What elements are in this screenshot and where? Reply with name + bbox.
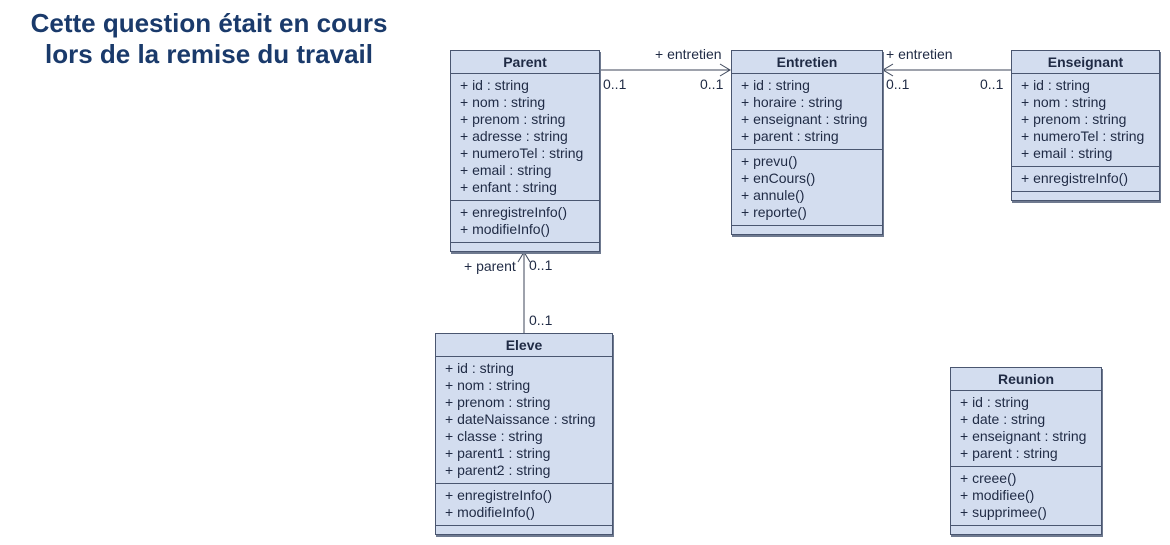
operation: + supprimee(): [960, 504, 1047, 520]
attribute: + adresse : string: [460, 128, 568, 144]
class-eleve[interactable]: Eleve + id : string + nom : string + pre…: [435, 333, 613, 535]
attribute-list: + id : string + nom : string + prenom : …: [1012, 74, 1159, 167]
class-name: Enseignant: [1012, 51, 1159, 74]
operation: + annule(): [741, 187, 805, 203]
class-footer: [732, 226, 882, 234]
attribute: + numeroTel : string: [1021, 128, 1145, 144]
attribute: + numeroTel : string: [460, 145, 584, 161]
class-name: Entretien: [732, 51, 882, 74]
operation: + modifiee(): [960, 487, 1035, 503]
attribute: + date : string: [960, 411, 1046, 427]
class-footer: [1012, 192, 1159, 200]
operation: + modifieInfo(): [445, 504, 535, 520]
attribute: + nom : string: [460, 94, 546, 110]
attribute: + nom : string: [445, 377, 531, 393]
operation-list: + enregistreInfo() + modifieInfo(): [451, 201, 599, 243]
attribute: + nom : string: [1021, 94, 1107, 110]
role-label-parent-entretien: + entretien: [655, 46, 722, 62]
class-footer: [951, 526, 1101, 534]
attribute: + prenom : string: [460, 111, 566, 127]
attribute: + id : string: [1021, 77, 1090, 93]
attribute: + email : string: [1021, 145, 1113, 161]
attribute: + email : string: [460, 162, 552, 178]
arrowhead-entretien-right: [882, 63, 894, 77]
operation-list: + enregistreInfo() + modifieInfo(): [436, 484, 612, 526]
attribute: + id : string: [460, 77, 529, 93]
attribute: + parent2 : string: [445, 462, 551, 478]
attribute: + enseignant : string: [960, 428, 1087, 444]
mult-entretien-left: 0..1: [700, 76, 724, 92]
operation: + enregistreInfo(): [1021, 170, 1128, 186]
operation: + creee(): [960, 470, 1017, 486]
class-name: Eleve: [436, 334, 612, 357]
heading-line-1: Cette question était en cours: [30, 8, 388, 38]
role-label-parent: + parent: [464, 258, 516, 274]
attribute: + horaire : string: [741, 94, 843, 110]
operation-list: + enregistreInfo(): [1012, 167, 1159, 192]
attribute: + id : string: [445, 360, 514, 376]
operation-list: + prevu() + enCours() + annule() + repor…: [732, 150, 882, 226]
attribute: + id : string: [960, 394, 1029, 410]
class-entretien[interactable]: Entretien + id : string + horaire : stri…: [731, 50, 883, 235]
attribute: + classe : string: [445, 428, 543, 444]
mult-parent-bottom: 0..1: [529, 257, 553, 273]
operation: + enregistreInfo(): [460, 204, 567, 220]
class-name: Parent: [451, 51, 599, 74]
class-parent[interactable]: Parent + id : string + nom : string + pr…: [450, 50, 600, 252]
attribute-list: + id : string + nom : string + prenom : …: [451, 74, 599, 201]
mult-parent-side: 0..1: [603, 76, 627, 92]
operation: + reporte(): [741, 204, 807, 220]
attribute-list: + id : string + horaire : string + ensei…: [732, 74, 882, 150]
class-enseignant[interactable]: Enseignant + id : string + nom : string …: [1011, 50, 1160, 201]
mult-entretien-right: 0..1: [886, 76, 910, 92]
attribute: + parent : string: [960, 445, 1058, 461]
operation: + modifieInfo(): [460, 221, 550, 237]
attribute: + prenom : string: [445, 394, 551, 410]
arrowhead-parent-bottom: [517, 251, 531, 263]
attribute: + enfant : string: [460, 179, 557, 195]
attribute: + dateNaissance : string: [445, 411, 596, 427]
class-reunion[interactable]: Reunion + id : string + date : string + …: [950, 367, 1102, 535]
attribute-list: + id : string + nom : string + prenom : …: [436, 357, 612, 484]
operation: + enregistreInfo(): [445, 487, 552, 503]
attribute: + parent1 : string: [445, 445, 551, 461]
attribute: + id : string: [741, 77, 810, 93]
attribute: + parent : string: [741, 128, 839, 144]
class-footer: [436, 526, 612, 534]
class-footer: [451, 243, 599, 251]
role-label-enseignant-entretien: + entretien: [886, 46, 953, 62]
attribute-list: + id : string + date : string + enseigna…: [951, 391, 1101, 467]
attribute: + prenom : string: [1021, 111, 1127, 127]
operation-list: + creee() + modifiee() + supprimee(): [951, 467, 1101, 526]
diagram-heading: Cette question était en cours lors de la…: [0, 8, 418, 70]
class-name: Reunion: [951, 368, 1101, 391]
mult-enseignant-side: 0..1: [980, 76, 1004, 92]
heading-line-2: lors de la remise du travail: [44, 39, 374, 69]
arrowhead-entretien-left: [719, 63, 731, 77]
operation: + prevu(): [741, 153, 798, 169]
attribute: + enseignant : string: [741, 111, 868, 127]
mult-eleve-top: 0..1: [529, 312, 553, 328]
operation: + enCours(): [741, 170, 816, 186]
